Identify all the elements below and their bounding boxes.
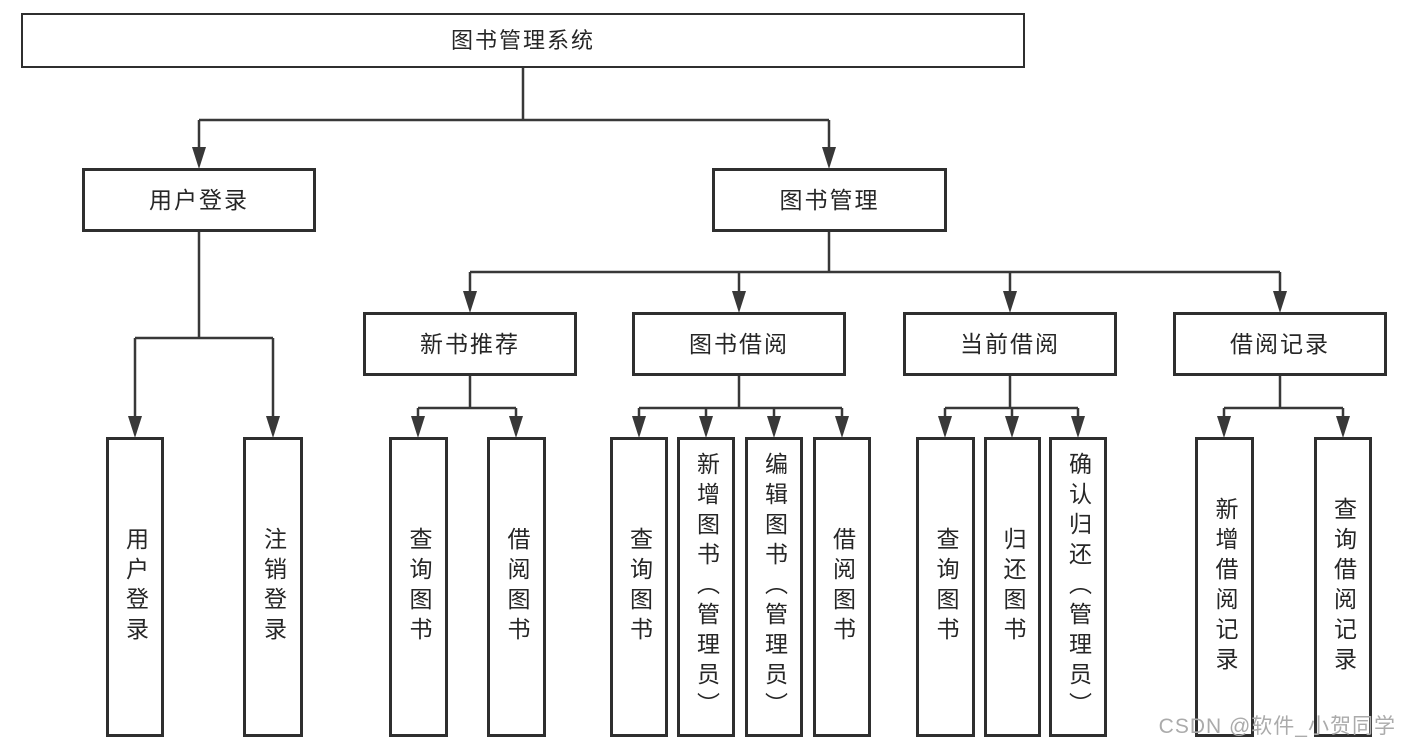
leaf-edit-book-admin-label: 编辑图书（管理员） xyxy=(761,452,788,722)
arrowheads xyxy=(128,147,1350,438)
node-root-label: 图书管理系统 xyxy=(450,27,595,53)
leaf-logout: 注销登录 xyxy=(243,437,303,737)
leaf-query-borrow-record: 查询借阅记录 xyxy=(1314,437,1372,737)
node-new-book-recommend: 新书推荐 xyxy=(363,312,577,376)
leaf-add-book-admin-label: 新增图书（管理员） xyxy=(693,452,720,722)
leaf-borrow-books-2: 借阅图书 xyxy=(813,437,871,737)
leaf-borrow-books-1: 借阅图书 xyxy=(487,437,546,737)
leaf-add-book-admin: 新增图书（管理员） xyxy=(677,437,735,737)
leaf-user-login-label: 用户登录 xyxy=(122,527,149,647)
node-borrow-records: 借阅记录 xyxy=(1173,312,1387,376)
leaf-confirm-return-admin-label: 确认归还（管理员） xyxy=(1065,452,1092,722)
leaf-add-borrow-record: 新增借阅记录 xyxy=(1195,437,1254,737)
leaf-query-books-1: 查询图书 xyxy=(389,437,448,737)
node-user-login: 用户登录 xyxy=(82,168,316,232)
leaf-return-book-label: 归还图书 xyxy=(1000,527,1026,647)
node-book-borrow-label: 图书借阅 xyxy=(689,330,789,357)
leaf-query-books-3: 查询图书 xyxy=(916,437,975,737)
node-book-borrow: 图书借阅 xyxy=(632,312,846,376)
node-current-borrow: 当前借阅 xyxy=(903,312,1117,376)
node-book-management: 图书管理 xyxy=(712,168,947,232)
leaf-query-books-2-label: 查询图书 xyxy=(626,527,653,647)
leaf-logout-label: 注销登录 xyxy=(260,527,287,647)
leaf-query-books-1-label: 查询图书 xyxy=(406,527,432,647)
node-root-system: 图书管理系统 xyxy=(21,13,1025,68)
leaf-query-borrow-record-label: 查询借阅记录 xyxy=(1330,497,1357,677)
leaf-borrow-books-2-label: 借阅图书 xyxy=(829,527,856,647)
leaf-add-borrow-record-label: 新增借阅记录 xyxy=(1212,497,1238,677)
csdn-watermark: CSDN @软件_小贺同学 xyxy=(1158,715,1396,738)
leaf-borrow-books-1-label: 借阅图书 xyxy=(504,527,530,647)
node-book-management-label: 图书管理 xyxy=(779,186,880,213)
node-new-book-recommend-label: 新书推荐 xyxy=(420,330,520,357)
connector-paths xyxy=(133,68,1345,420)
leaf-confirm-return-admin: 确认归还（管理员） xyxy=(1049,437,1107,737)
leaf-query-books-3-label: 查询图书 xyxy=(933,527,959,647)
leaf-edit-book-admin: 编辑图书（管理员） xyxy=(745,437,803,737)
leaf-return-book: 归还图书 xyxy=(984,437,1041,737)
node-borrow-records-label: 借阅记录 xyxy=(1230,330,1330,357)
node-current-borrow-label: 当前借阅 xyxy=(960,330,1060,357)
leaf-query-books-2: 查询图书 xyxy=(610,437,668,737)
leaf-user-login: 用户登录 xyxy=(106,437,164,737)
node-user-login-label: 用户登录 xyxy=(149,186,249,213)
